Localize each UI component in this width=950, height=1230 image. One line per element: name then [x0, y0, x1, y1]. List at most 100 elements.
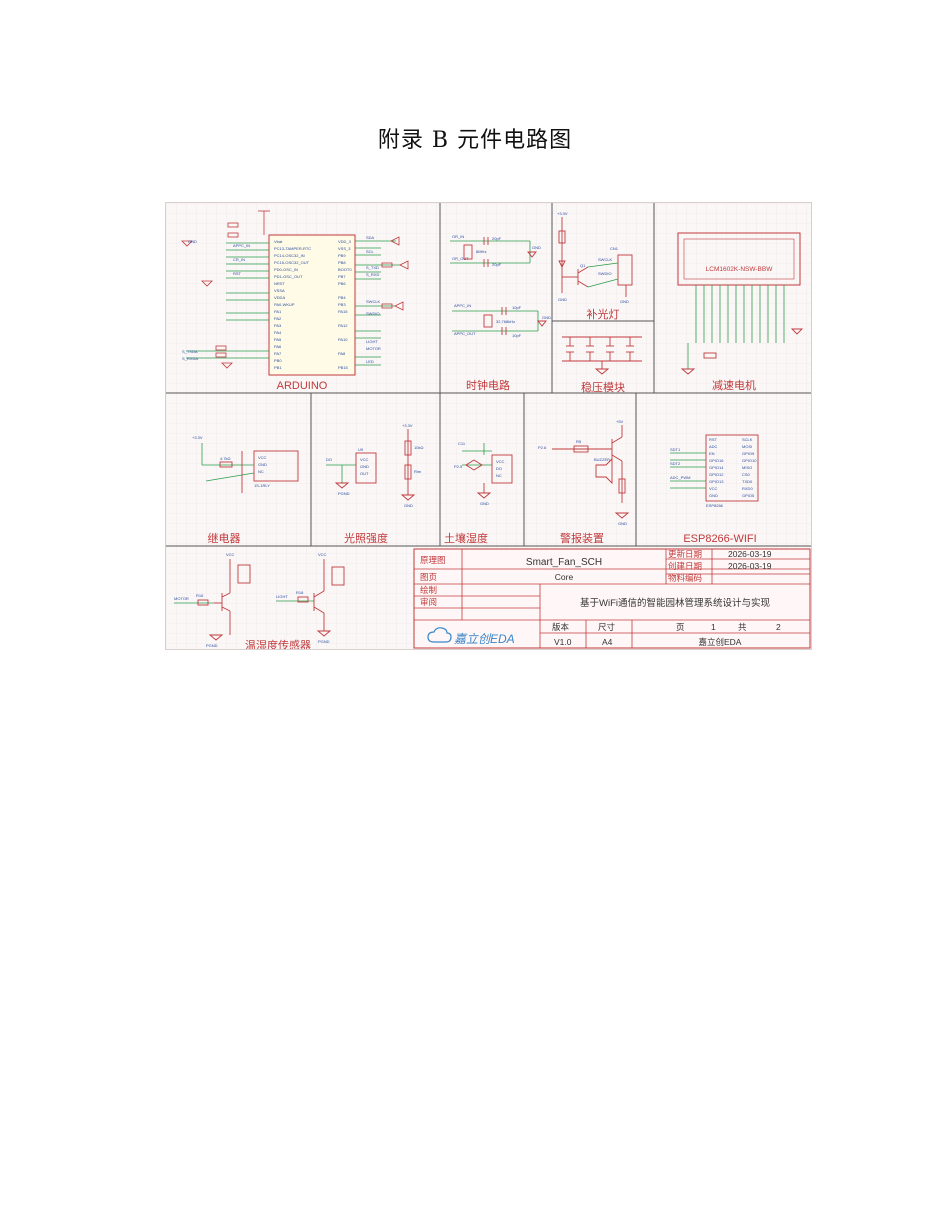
- svg-text:PA4: PA4: [274, 330, 282, 335]
- svg-text:8MHz: 8MHz: [476, 249, 486, 254]
- svg-text:RXD0: RXD0: [742, 486, 753, 491]
- tb-project-title: 基于WiFi通信的智能园林管理系统设计与实现: [580, 597, 770, 609]
- svg-text:Q1: Q1: [580, 263, 586, 268]
- svg-text:PB6: PB6: [338, 281, 346, 286]
- svg-text:VDDA: VDDA: [274, 295, 285, 300]
- section-dividers: [166, 203, 811, 547]
- svg-text:PGND: PGND: [338, 491, 350, 496]
- tb-sheet-label: 图页: [420, 572, 437, 582]
- regulator-circuit: 稳压模块: [562, 336, 642, 394]
- tb-version-value: V1.0: [554, 637, 572, 647]
- svg-text:PB1: PB1: [274, 365, 282, 370]
- svg-text:R16: R16: [196, 593, 204, 598]
- title-block: 原理图 Smart_Fan_SCH 更新日期 2026-03-19 创建日期 2…: [413, 548, 811, 649]
- svg-text:CS0: CS0: [742, 472, 751, 477]
- svg-text:PA1: PA1: [274, 309, 282, 314]
- svg-text:GND: GND: [620, 299, 629, 304]
- svg-text:PC14-OSC32_IN: PC14-OSC32_IN: [274, 253, 305, 258]
- tb-schematic-value: Smart_Fan_SCH: [526, 557, 602, 568]
- svg-text:+3.3V: +3.3V: [402, 423, 413, 428]
- svg-text:GND: GND: [404, 503, 413, 508]
- svg-text:NC: NC: [496, 473, 502, 478]
- svg-text:20pF: 20pF: [492, 262, 502, 267]
- svg-text:20pF: 20pF: [492, 236, 502, 241]
- section-label-clock: 时钟电路: [466, 378, 510, 392]
- svg-text:C11: C11: [458, 441, 466, 446]
- tb-size-value: A4: [602, 637, 613, 647]
- svg-text:GPIO10: GPIO10: [742, 458, 757, 463]
- section-label-alarm: 警报装置: [560, 531, 604, 545]
- svg-text:VCC: VCC: [496, 459, 505, 464]
- tb-create-date-label: 创建日期: [668, 561, 702, 571]
- svg-text:GPIO12: GPIO12: [709, 472, 724, 477]
- svg-text:EN: EN: [709, 451, 715, 456]
- svg-text:SWDIO: SWDIO: [598, 271, 612, 276]
- tb-page-label: 页: [676, 622, 685, 632]
- svg-text:+3.3V: +3.3V: [192, 435, 203, 440]
- svg-text:GND: GND: [188, 239, 197, 244]
- svg-text:PA8: PA8: [338, 351, 346, 356]
- svg-text:10pF: 10pF: [512, 333, 522, 338]
- tb-schematic-label: 原理图: [420, 555, 446, 565]
- svg-text:SWCLK: SWCLK: [598, 257, 613, 262]
- svg-text:NC: NC: [258, 469, 264, 474]
- svg-text:GND: GND: [558, 297, 567, 302]
- svg-text:GND: GND: [542, 315, 551, 320]
- svg-text:U9: U9: [358, 447, 364, 452]
- svg-text:PA15: PA15: [338, 309, 348, 314]
- lcd-label: LCM1602K-NSW-BBW: [706, 266, 774, 273]
- svg-text:VCC: VCC: [258, 455, 267, 460]
- svg-text:P2.5: P2.5: [454, 464, 463, 469]
- tb-size-label: 尺寸: [598, 622, 616, 632]
- svg-text:P2.6: P2.6: [538, 445, 547, 450]
- svg-text:OR_OUT: OR_OUT: [452, 256, 469, 261]
- section-label-fill-light: 补光灯: [587, 307, 620, 321]
- svg-text:PB3: PB3: [338, 302, 346, 307]
- svg-text:VSSA: VSSA: [274, 288, 285, 293]
- tb-company: 嘉立创EDA: [699, 637, 742, 647]
- svg-text:GPIO16: GPIO16: [709, 458, 724, 463]
- svg-text:VSS_3: VSS_3: [338, 246, 351, 251]
- svg-text:SWCLK: SWCLK: [366, 299, 381, 304]
- svg-text:MOTOR: MOTOR: [366, 346, 381, 351]
- svg-text:SDT1: SDT1: [670, 447, 681, 452]
- svg-text:GPIO13: GPIO13: [709, 479, 724, 484]
- svg-text:VDD_3: VDD_3: [338, 239, 352, 244]
- svg-text:S_TXD: S_TXD: [366, 265, 379, 270]
- svg-text:Rlm: Rlm: [414, 469, 422, 474]
- svg-text:APPC_OUT: APPC_OUT: [454, 331, 476, 336]
- svg-text:LIGHT: LIGHT: [366, 339, 378, 344]
- svg-text:32.768kHz: 32.768kHz: [496, 319, 515, 324]
- svg-text:PGND: PGND: [206, 643, 218, 648]
- svg-text:GPIO5: GPIO5: [742, 493, 755, 498]
- svg-text:BUZZER: BUZZER: [594, 457, 610, 462]
- section-label-temp-humidity: 温湿度传感器: [245, 638, 311, 649]
- tb-page-value: 1: [711, 622, 716, 632]
- svg-text:PA12: PA12: [338, 323, 348, 328]
- section-label-motor: 减速电机: [712, 378, 756, 392]
- svg-text:PGND: PGND: [318, 639, 330, 644]
- svg-text:PA5: PA5: [274, 337, 282, 342]
- svg-text:LIGHT: LIGHT: [276, 594, 288, 599]
- svg-text:BOOT0: BOOT0: [338, 267, 352, 272]
- svg-text:VCC: VCC: [360, 457, 369, 462]
- svg-text:MISO: MISO: [742, 465, 752, 470]
- svg-text:Vbat: Vbat: [274, 239, 283, 244]
- svg-text:PA6: PA6: [274, 344, 282, 349]
- svg-text:ADC_PWM: ADC_PWM: [670, 475, 690, 480]
- cloud-icon: [427, 627, 452, 643]
- section-label-soil: 土壤湿度: [444, 531, 488, 545]
- svg-text:CR_IN: CR_IN: [233, 257, 245, 262]
- tb-update-date-value: 2026-03-19: [728, 549, 772, 559]
- svg-text:VCC: VCC: [318, 552, 327, 557]
- svg-text:VCC: VCC: [709, 486, 718, 491]
- tb-total-label: 共: [738, 622, 747, 632]
- svg-text:PA10: PA10: [338, 337, 348, 342]
- svg-text:SDA: SDA: [366, 235, 375, 240]
- svg-text:+5V: +5V: [616, 419, 624, 424]
